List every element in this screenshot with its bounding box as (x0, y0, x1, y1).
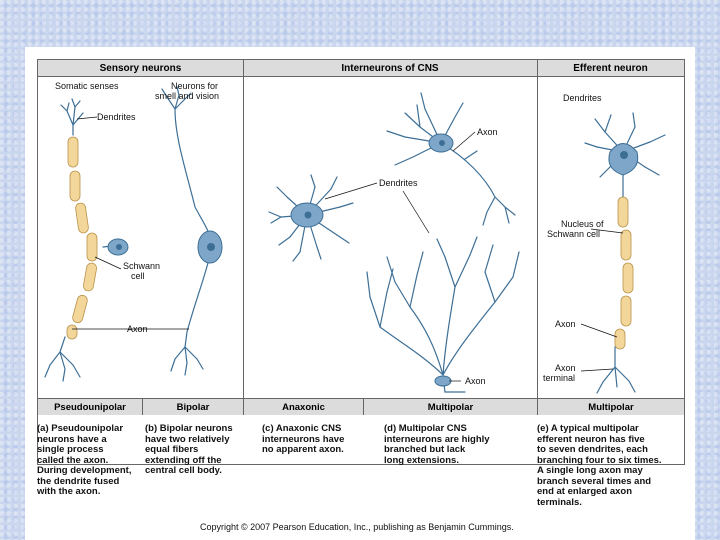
header-efferent-neuron: Efferent neuron (537, 60, 684, 77)
caption-e: (e) A typical multipolar efferent neuron… (537, 423, 662, 508)
figure-frame: Sensory neurons Interneurons of CNS Effe… (37, 59, 685, 465)
cell-bodies (107, 133, 639, 387)
copyright-notice: Copyright © 2007 Pearson Education, Inc.… (200, 522, 514, 532)
divider-footer-ab (142, 398, 143, 415)
neuron-illustrations (44, 86, 666, 394)
label-axon-terminal: Axon (555, 363, 576, 373)
label-smell-vision: smell and vision (155, 91, 220, 101)
label-dendrites-e: Dendrites (563, 93, 602, 103)
label-neurons-for: Neurons for (171, 81, 219, 91)
divider-footer-cd (363, 398, 364, 415)
caption-a: (a) Pseudounipolar neurons have a single… (37, 423, 132, 497)
header-sensory-neurons: Sensory neurons (38, 60, 243, 77)
footer-anaxonic: Anaxonic (244, 398, 363, 415)
myelin-sheath-e (614, 196, 634, 350)
footer-bipolar: Bipolar (143, 398, 243, 415)
caption-c: (c) Anaxonic CNS interneurons have no ap… (262, 423, 345, 455)
caption-b: (b) Bipolar neurons have two relatively … (145, 423, 233, 476)
label-dendrites-c: Dendrites (379, 178, 418, 188)
divider-sensory-inter (243, 60, 244, 415)
header-interneurons: Interneurons of CNS (243, 60, 537, 77)
label-axon-terminal-2: terminal (543, 373, 576, 383)
label-axon-a: Axon (127, 324, 148, 334)
multipolar-interneuron-upper (386, 92, 516, 226)
multipolar-interneuron-purkinje (366, 236, 520, 393)
bipolar-neuron (161, 86, 211, 376)
efferent-neuron (584, 112, 666, 394)
label-somatic-senses: Somatic senses (55, 81, 119, 91)
divider-inter-efferent (537, 60, 538, 415)
label-axon-d: Axon (465, 376, 486, 386)
myelin-sheath-a (66, 136, 98, 340)
label-dendrites-a: Dendrites (97, 112, 136, 122)
figure-sheet: Sensory neurons Interneurons of CNS Effe… (25, 47, 695, 540)
anaxonic-neuron (268, 174, 354, 262)
footer-pseudounipolar: Pseudounipolar (38, 398, 142, 415)
label-axon-e: Axon (555, 319, 576, 329)
footer-multipolar-d: Multipolar (364, 398, 537, 415)
caption-d: (d) Multipolar CNS interneurons are high… (384, 423, 490, 466)
pseudounipolar-neuron (44, 98, 121, 382)
label-schwann-a: Schwann (123, 261, 161, 271)
label-axon-c: Axon (477, 127, 498, 137)
label-nucleus-of: Nucleus of (561, 219, 604, 229)
nuclei (116, 140, 628, 251)
label-schwann-cell-a: cell (131, 271, 145, 281)
footer-multipolar-e: Multipolar (538, 398, 684, 415)
label-schwann-cell-e: Schwann cell (547, 229, 601, 239)
leader-lines (72, 116, 624, 382)
